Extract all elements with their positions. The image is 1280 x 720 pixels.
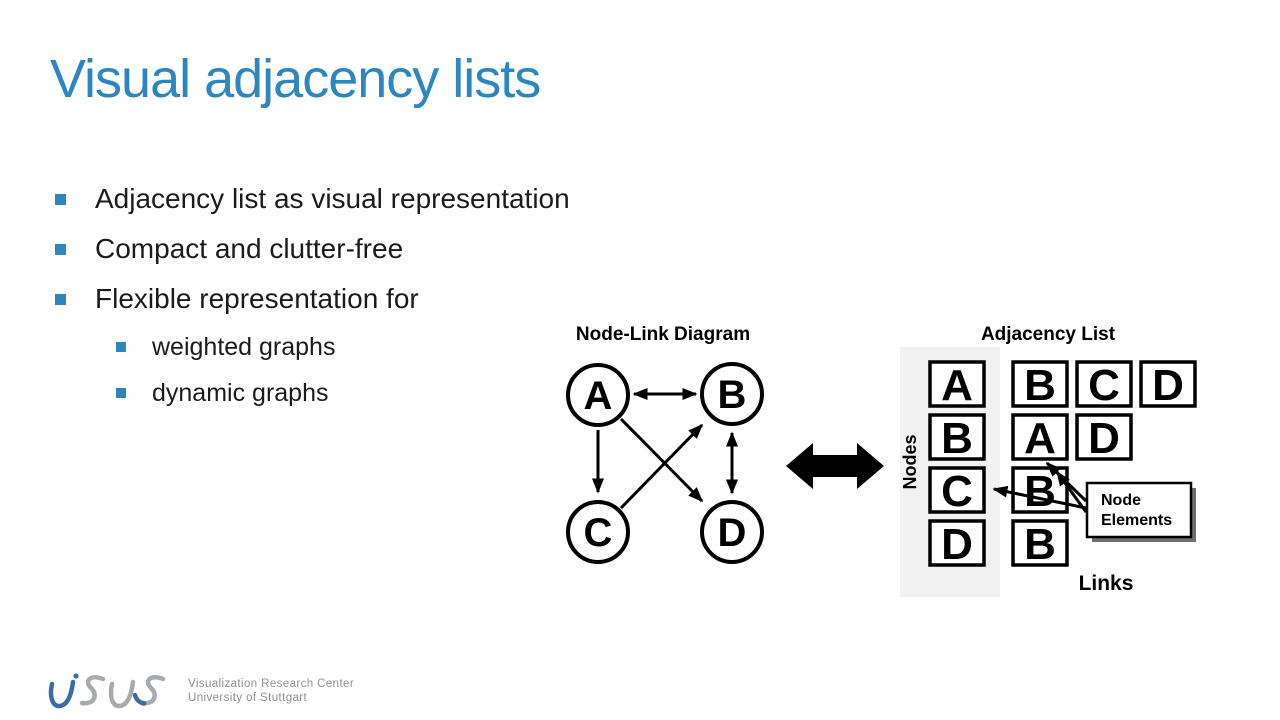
graph-node-c <box>566 500 630 564</box>
callout-line2: Elements <box>1101 512 1172 529</box>
node-box-c <box>928 466 986 514</box>
bullet-square-icon <box>116 342 126 352</box>
bullet-text: Compact and clutter-free <box>95 233 404 264</box>
link-cell-label: B <box>1024 520 1056 569</box>
logo-glyph-s1 <box>79 675 106 706</box>
page-title: Visual adjacency lists <box>50 49 541 109</box>
adjacency-list-diagram: Adjacency List Nodes A B C D B C D A <box>900 324 1197 597</box>
sub-bullet-list: weighted graphs dynamic graphs <box>116 324 335 416</box>
callout-arrow-to-c <box>992 485 1087 510</box>
node-box-label: A <box>941 361 973 410</box>
callout-arrows <box>992 461 1088 513</box>
nodes-column: A B C D <box>928 360 986 569</box>
organization-text: Visualization Research Center University… <box>188 677 354 705</box>
graph-node-d <box>700 500 764 564</box>
graph-node-label: C <box>584 511 613 555</box>
list-item: Compact and clutter-free <box>55 224 570 274</box>
link-cell <box>1139 360 1197 408</box>
node-link-diagram: Node-Link Diagram A B C D <box>566 324 764 564</box>
node-box-label: C <box>941 467 973 516</box>
double-arrow-icon <box>786 443 884 489</box>
graph-nodes: A B C D <box>566 362 764 564</box>
bullet-square-icon <box>55 293 66 305</box>
footer: Visualization Research Center University… <box>48 668 354 714</box>
list-item: weighted graphs <box>116 324 335 370</box>
node-box-label: D <box>941 520 973 569</box>
bullet-square-icon <box>55 193 66 205</box>
org-line1: Visualization Research Center <box>188 678 355 690</box>
link-cell <box>1011 413 1069 461</box>
node-link-diagram-title: Node-Link Diagram <box>576 324 750 345</box>
link-cell <box>1011 360 1069 408</box>
callout-arrow-to-b-cell <box>1055 470 1088 513</box>
graph-node-label: B <box>718 373 747 417</box>
link-cell-label: D <box>1152 361 1184 410</box>
link-cell <box>1011 519 1069 567</box>
graph-node-b <box>700 362 764 426</box>
node-box-a <box>928 360 986 408</box>
bullet-square-icon <box>116 388 126 398</box>
graph-edges <box>592 388 738 510</box>
edge-a-d <box>619 417 704 503</box>
link-cell-label: D <box>1088 414 1120 463</box>
link-cell-label: C <box>1088 361 1120 410</box>
graph-node-label: D <box>718 511 747 555</box>
node-box-d <box>928 519 986 567</box>
logo-glyph-vi <box>48 679 76 709</box>
graph-node-a <box>566 363 630 427</box>
bullet-text: Flexible representation for <box>95 283 419 314</box>
list-item: Adjacency list as visual representation <box>55 174 570 224</box>
link-cell-label: B <box>1024 361 1056 410</box>
bullet-list: Adjacency list as visual representation … <box>55 174 570 324</box>
sub-bullet-text: dynamic graphs <box>152 378 329 407</box>
edge-c-b <box>619 423 704 510</box>
link-cell <box>1075 360 1133 408</box>
logo-blue-tail <box>132 692 147 706</box>
link-cell-label: B <box>1024 467 1056 516</box>
list-item: Flexible representation for <box>55 274 570 324</box>
visus-logo <box>48 673 166 709</box>
list-item: dynamic graphs <box>116 370 335 416</box>
callout-box <box>1085 481 1193 539</box>
adjacency-list-title: Adjacency List <box>981 324 1116 345</box>
logo-i-dot <box>73 673 79 679</box>
bullet-square-icon <box>55 243 66 255</box>
link-cell <box>1075 413 1133 461</box>
node-box-label: B <box>941 414 973 463</box>
graph-node-label: A <box>584 374 613 418</box>
sub-bullet-text: weighted graphs <box>152 332 336 361</box>
bullet-text: Adjacency list as visual representation <box>95 183 570 214</box>
logo-glyph-u <box>108 679 136 709</box>
node-box-b <box>928 413 986 461</box>
links-label: Links <box>1079 572 1134 595</box>
link-cells: B C D A D B B <box>1011 360 1197 569</box>
logoglyph-s2 <box>139 675 166 706</box>
node-elements-callout: Node Elements <box>1085 481 1196 542</box>
callout-line1: Node <box>1101 492 1141 509</box>
org-line2: University of Stuttgart <box>188 692 308 704</box>
nodes-column-label: Nodes <box>900 434 920 489</box>
link-cell-label: A <box>1024 414 1056 463</box>
